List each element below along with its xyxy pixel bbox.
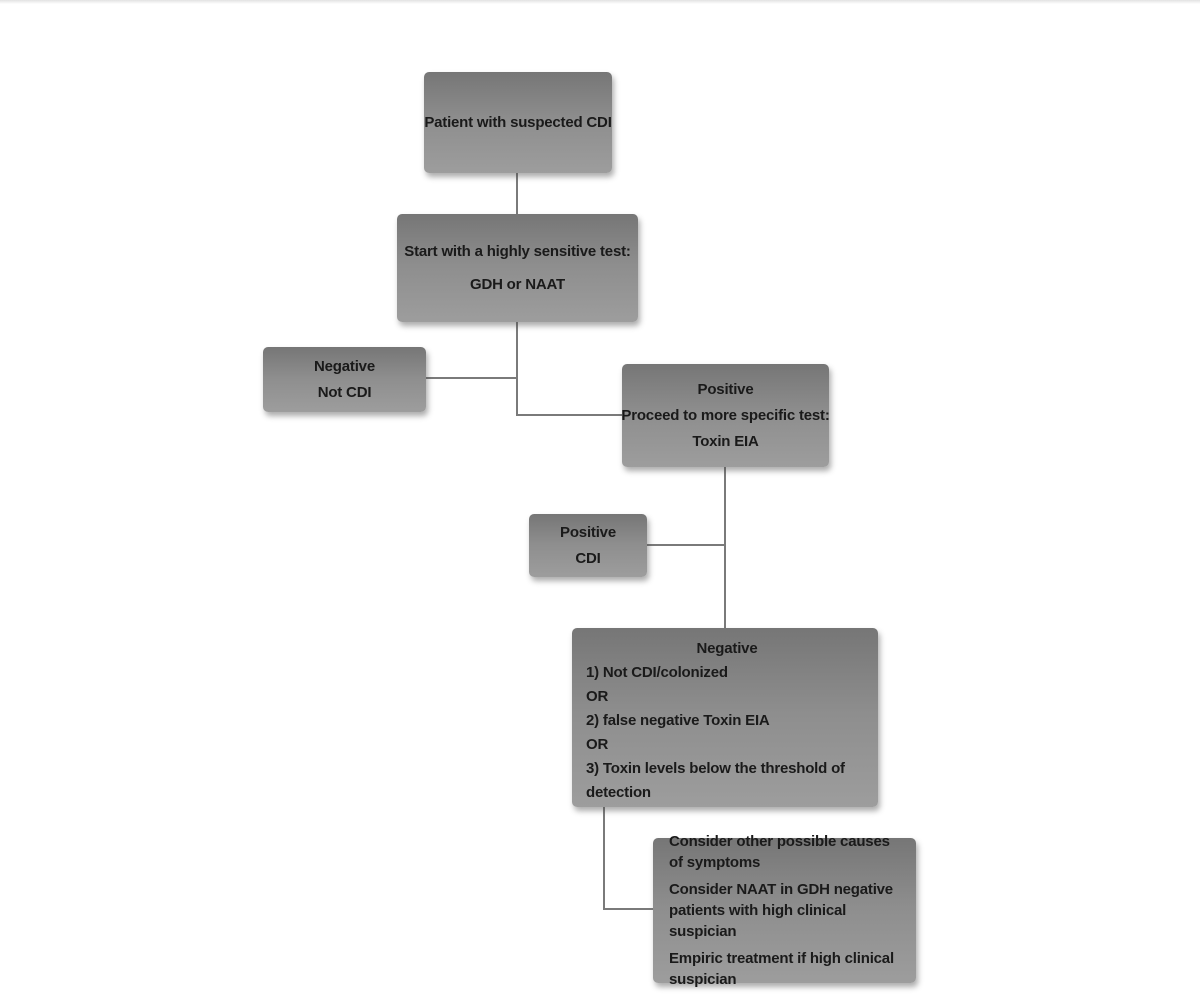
node-text-line: Negative	[314, 357, 375, 375]
node-toxin-negative-outcomes: Negative 1) Not CDI/colonized OR 2) fals…	[572, 628, 878, 807]
node-toxin-positive-cdi: Positive CDI	[529, 514, 647, 577]
connector-negative-to-considerations-stem	[603, 807, 605, 910]
node-text-line: Proceed to more specific test:	[621, 406, 830, 424]
node-text-line: 2) false negative Toxin EIA	[586, 712, 770, 729]
node-text-line: Positive	[697, 380, 754, 398]
node-text-line: 3) Toxin levels below the threshold of d…	[586, 760, 845, 801]
node-text-line: Toxin EIA	[692, 432, 759, 450]
node-text-line: Patient with suspected CDI	[424, 113, 612, 131]
node-heading: Negative	[696, 640, 758, 657]
connector-to-considerations	[603, 908, 653, 910]
node-patient-suspected-cdi: Patient with suspected CDI	[424, 72, 612, 173]
node-text-line: Consider NAAT in GDH negative patients w…	[669, 881, 893, 940]
node-text-line: GDH or NAAT	[469, 276, 565, 293]
node-text-line: Consider other possible causes of sympto…	[669, 833, 890, 871]
connector-branch-to-gdh-positive	[517, 414, 622, 416]
connector-suspected-to-sensitive	[516, 173, 518, 214]
node-text-line: OR	[586, 688, 609, 705]
node-text-line: Start with a highly sensitive test:	[404, 243, 631, 260]
connector-branch-to-toxin-positive	[647, 544, 725, 546]
node-gdh-positive-toxin-eia: Positive Proceed to more specific test: …	[621, 364, 830, 467]
node-text-line: OR	[586, 736, 609, 753]
connector-sensitive-branch-stem	[516, 322, 518, 416]
connector-toxin-branch-stem	[724, 467, 726, 628]
node-start-sensitive-test: Start with a highly sensitive test: GDH …	[397, 214, 638, 322]
node-text-line: CDI	[575, 549, 601, 567]
connector-branch-to-gdh-negative	[426, 377, 517, 379]
node-considerations: Consider other possible causes of sympto…	[653, 833, 916, 988]
node-text-line: Positive	[560, 523, 616, 541]
node-text-line: 1) Not CDI/colonized	[586, 664, 728, 681]
node-text-line: Empiric treatment if high clinical suspi…	[669, 950, 894, 988]
scan-artifact-top-edge	[0, 0, 1200, 4]
node-text-line: Not CDI	[317, 383, 372, 401]
node-gdh-negative-not-cdi: Negative Not CDI	[263, 347, 426, 412]
